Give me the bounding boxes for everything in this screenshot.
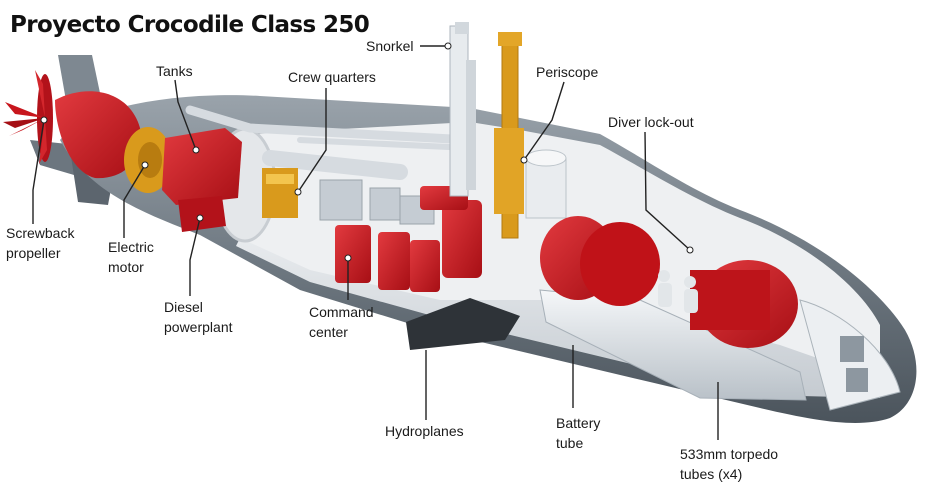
label-line: Diesel <box>164 299 203 315</box>
tanks-unit <box>162 128 242 205</box>
label-line: Periscope <box>536 64 599 80</box>
label-line: motor <box>108 259 144 275</box>
anchor-dots <box>40 42 694 262</box>
label-line: tube <box>556 435 584 451</box>
leader-lines <box>32 45 719 440</box>
label-line: tubes (x4) <box>680 466 743 482</box>
periscope-mast <box>494 32 524 239</box>
stern-cone <box>55 91 141 179</box>
hydroplane <box>406 298 520 350</box>
label-torpedo-tubes: 533mm torpedo tubes (x4) <box>680 444 778 484</box>
label-line: Screwback <box>6 225 75 241</box>
label-diesel-powerplant: Diesel powerplant <box>164 297 233 337</box>
label-line: Snorkel <box>366 38 414 54</box>
label-line: 533mm torpedo <box>680 446 779 462</box>
consoles <box>319 179 435 225</box>
label-screwback-propeller: Screwback propeller <box>6 223 74 263</box>
label-periscope: Periscope <box>536 62 598 82</box>
label-line: Command <box>309 304 374 320</box>
command-center-units <box>335 186 482 292</box>
label-line: Hydroplanes <box>385 423 464 439</box>
label-tanks: Tanks <box>156 61 193 81</box>
label-command-center: Command center <box>309 302 374 342</box>
label-line: Tanks <box>156 63 193 79</box>
label-line: powerplant <box>164 319 233 335</box>
label-line: propeller <box>6 245 61 261</box>
air-cylinder <box>525 149 567 219</box>
label-line: center <box>309 324 348 340</box>
label-battery-tube: Battery tube <box>556 413 600 453</box>
snorkel-mast <box>449 22 476 197</box>
label-electric-motor: Electric motor <box>108 237 154 277</box>
label-diver-lock-out: Diver lock-out <box>608 112 694 132</box>
label-line: Electric <box>108 239 154 255</box>
label-snorkel: Snorkel <box>366 36 413 56</box>
label-line: Crew quarters <box>288 69 376 85</box>
label-line: Diver lock-out <box>608 114 694 130</box>
diver-figures <box>658 270 698 313</box>
bow-frame <box>799 299 901 411</box>
label-crew-quarters: Crew quarters <box>288 67 376 87</box>
label-line: Battery <box>556 415 601 431</box>
forward-red-drums <box>540 216 798 348</box>
diesel-unit <box>178 196 226 232</box>
diagram-title: Proyecto Crocodile Class 250 <box>10 12 370 38</box>
label-hydroplanes: Hydroplanes <box>385 421 464 441</box>
pipes <box>185 105 475 180</box>
propeller <box>3 70 53 164</box>
